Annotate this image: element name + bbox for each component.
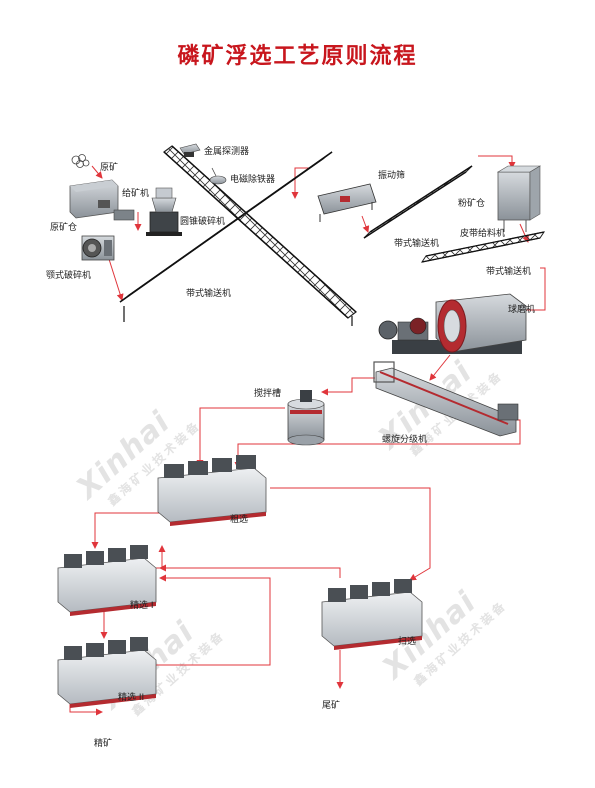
label-spiral-classifier: 螺旋分级机: [382, 435, 428, 445]
label-raw-ore: 原矿: [100, 163, 119, 173]
flotation-bank-cleaner-2: [57, 637, 157, 708]
label-powder-bin: 粉矿仓: [458, 199, 486, 209]
label-rougher: 粗选: [230, 515, 249, 525]
label-cone-crusher: 圆锥破碎机: [180, 217, 226, 227]
belt-conveyor-2: [363, 165, 473, 239]
label-concentrate: 精矿: [94, 739, 113, 749]
vibrating-screen: [317, 183, 377, 222]
label-vibrating-screen: 振动筛: [378, 171, 406, 181]
mixing-tank: [287, 390, 325, 446]
label-jaw-crusher: 颚式破碎机: [46, 271, 92, 281]
label-magnetic-separator: 电磁除铁器: [230, 175, 276, 185]
label-scavenger: 扫选: [398, 637, 417, 647]
label-tailings: 尾矿: [322, 701, 341, 711]
label-belt-conveyor-1: 带式输送机: [186, 289, 232, 299]
label-feeder: 给矿机: [122, 189, 150, 199]
label-ball-mill: 球磨机: [508, 305, 536, 315]
flotation-bank-scavenger: [321, 579, 423, 650]
magnetic-separator: [209, 167, 227, 185]
label-metal-detector: 金属探测器: [204, 147, 250, 157]
label-mixing-tank: 搅拌槽: [254, 389, 282, 399]
label-belt-conveyor-2: 带式输送机: [394, 239, 440, 249]
page-title: 磷矿浮选工艺原则流程: [177, 44, 418, 69]
flotation-bank-cleaner-1: [57, 545, 157, 616]
jaw-crusher: [81, 235, 115, 261]
cone-crusher: [146, 187, 182, 236]
label-belt-feeder: 皮带给料机: [460, 229, 506, 239]
metal-detector: [179, 143, 201, 157]
raw-ore-icon: [71, 154, 90, 168]
powder-bin: [496, 165, 542, 232]
flotation-bank-rougher: [157, 455, 267, 526]
belt-conveyor-3: [420, 231, 546, 263]
spiral-classifier: [373, 361, 519, 437]
ball-mill: [378, 293, 527, 354]
ore-bin: [69, 179, 119, 219]
label-cleaner-2: 精选 II: [118, 693, 145, 703]
label-belt-conveyor-3: 带式输送机: [486, 267, 532, 277]
label-cleaner-1: 精选 I: [130, 601, 154, 611]
feeder-machine: [113, 209, 135, 221]
belt-conveyor-crossing: [163, 145, 357, 326]
label-ore-bin: 原矿仓: [50, 223, 78, 233]
belt-conveyor-1: [119, 151, 333, 322]
